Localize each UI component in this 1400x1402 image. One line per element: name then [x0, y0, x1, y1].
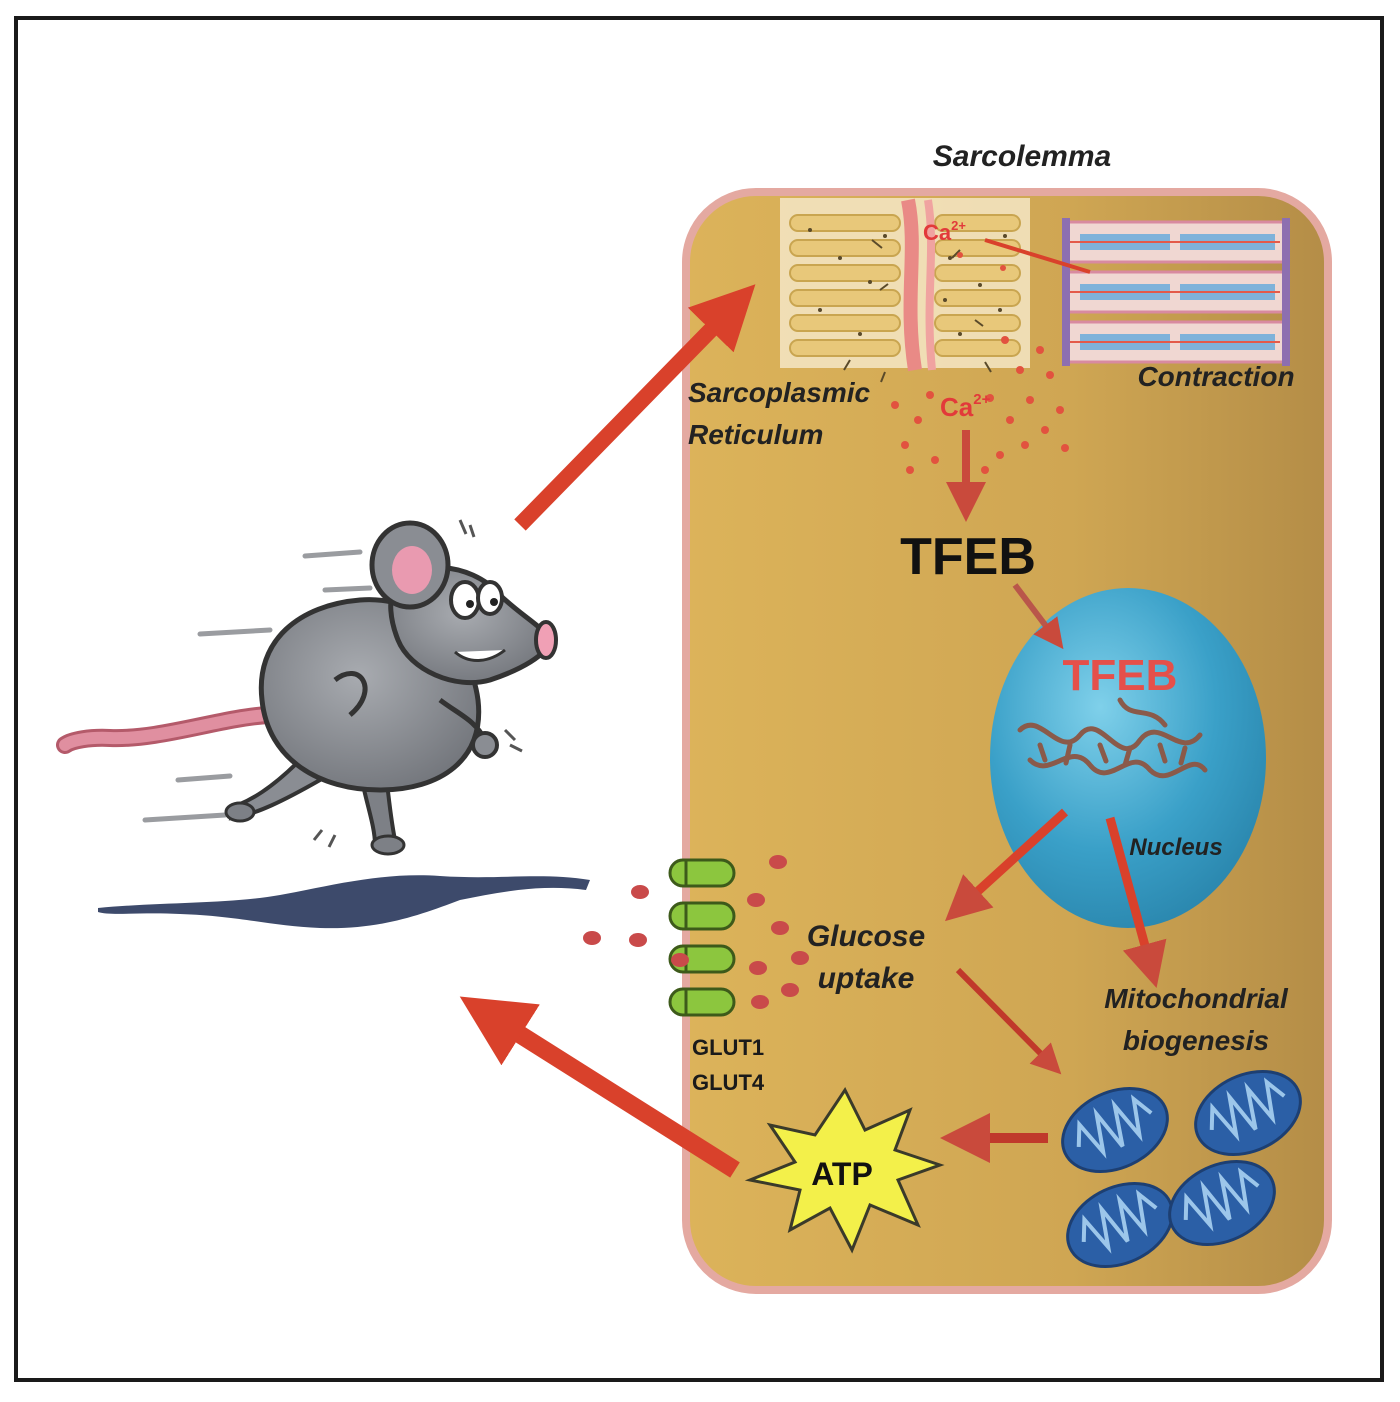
mitochondrion-icon [1168, 1159, 1276, 1247]
mitochondrion-icon [1061, 1086, 1169, 1174]
ca-top-base: Ca [923, 220, 952, 245]
svg-text:Ca2+: Ca2+ [923, 218, 966, 245]
mitochondrion-icon [1066, 1181, 1174, 1269]
label-tfeb-cytoplasm: TFEB [900, 528, 1036, 586]
svg-text:Ca2+: Ca2+ [940, 391, 991, 422]
label-sr-line2: Reticulum [688, 419, 823, 450]
ground-shadow-icon [98, 875, 590, 929]
label-ca-top: Ca2+ [923, 218, 966, 245]
sarcoplasmic-reticulum [780, 198, 1030, 383]
arrow-nucleus-to-glucose [945, 808, 1069, 922]
ca-mid-base: Ca [940, 392, 974, 422]
label-mito-line1: Mitochondrial [1104, 983, 1289, 1014]
label-glut4: GLUT4 [692, 1070, 765, 1095]
atp-starburst-icon [744, 1087, 945, 1254]
label-sarcolemma: Sarcolemma [933, 140, 1111, 173]
calcium-dots [891, 252, 1069, 474]
label-tfeb-nucleus: TFEB [1063, 651, 1178, 700]
dna-icon [1017, 697, 1208, 779]
arrow-exercise-to-sr [514, 284, 756, 531]
label-nucleus: Nucleus [1129, 834, 1222, 861]
ca-top-sup: 2+ [951, 218, 966, 233]
arrows [459, 238, 1167, 1178]
glut-transporter-icon [668, 858, 736, 1017]
mitochondrion-icon [1194, 1069, 1302, 1157]
label-glut1: GLUT1 [692, 1035, 764, 1060]
sarcomere-icon [1062, 218, 1290, 366]
arrow-nucleus-to-mito [1105, 816, 1167, 989]
label-mito-line2: biogenesis [1123, 1025, 1269, 1056]
arrow-tfeb-to-nucleus [1012, 583, 1064, 650]
label-sr-line1: Sarcoplasmic [688, 377, 871, 408]
arrow-ca-to-contraction [984, 238, 1091, 274]
mitochondria [1061, 1069, 1302, 1269]
running-mouse-icon [56, 519, 558, 856]
label-atp: ATP [811, 1156, 873, 1192]
label-contraction: Contraction [1137, 361, 1294, 392]
glucose-dots [583, 855, 809, 1009]
arrow-atp-to-exercise [459, 996, 740, 1178]
arrow-glucose-to-mito [955, 967, 1062, 1075]
label-glucose-line1: Glucose [807, 920, 925, 953]
ca-mid-sup: 2+ [973, 391, 990, 408]
label-glucose-line2: uptake [818, 962, 915, 995]
label-ca-mid: Ca2+ [940, 391, 991, 422]
